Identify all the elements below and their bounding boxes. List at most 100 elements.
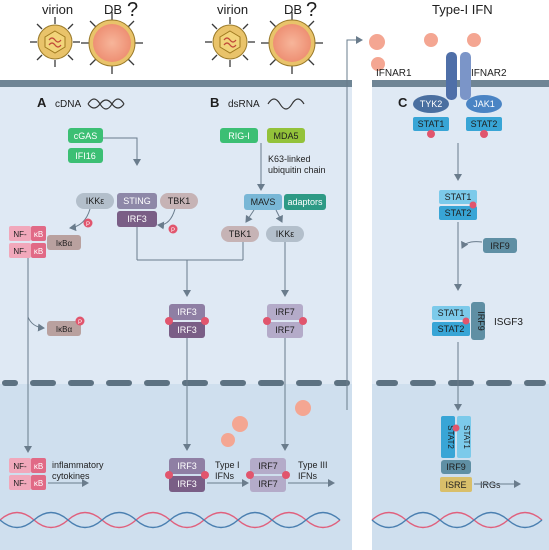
panel-b-title: dsRNA xyxy=(228,99,260,110)
isgf3-label: ISGF3 xyxy=(494,317,523,328)
adaptors-box xyxy=(284,194,326,210)
irf3-dimer: IRF3 IRF3 xyxy=(165,304,209,338)
virion-icon-1 xyxy=(30,17,80,67)
virion-label-1: virion xyxy=(42,2,73,17)
irf7-nuc-bottom-label: IRF7 xyxy=(258,479,278,489)
nfkb-kb-label-2: κB xyxy=(34,247,43,256)
question-mark-1: ? xyxy=(127,0,138,21)
dense-body-icon-1 xyxy=(81,12,143,74)
nfkb-nf-label-1: NF- xyxy=(13,230,27,239)
irf3-nuc-top-label: IRF3 xyxy=(177,461,197,471)
irf7-nuclear: IRF7 IRF7 xyxy=(246,458,290,492)
mda5-label: MDA5 xyxy=(273,131,298,141)
type-iii-label-1: Type III xyxy=(298,460,328,470)
ikke-a-label: IKKε xyxy=(86,196,105,206)
stat2-receptor-label: STAT2 xyxy=(471,119,498,129)
cdna-wave-icon xyxy=(87,98,125,110)
ikke-p-badge xyxy=(83,218,93,228)
mavs-box xyxy=(244,194,282,210)
panel-c-letter: C xyxy=(398,95,408,110)
k63-label-1: K63-linked xyxy=(268,154,311,164)
panel-a-title: cDNA xyxy=(55,99,81,110)
irf3-nuclear: IRF3 IRF3 xyxy=(165,458,209,492)
k63-label-2: ubiquitin chain xyxy=(268,165,326,175)
tbk1-to-irf3-arrow xyxy=(157,208,176,230)
nfkb-kb-label-1: κB xyxy=(34,230,43,239)
db-label-1: DB xyxy=(104,2,122,17)
nfkb-nuc-nf-1: NF- xyxy=(13,462,27,471)
irf7-dimer-bottom-label: IRF7 xyxy=(275,325,295,335)
isgf3-stat2: STAT2 xyxy=(438,324,465,334)
ikke-a-box xyxy=(76,193,114,209)
ifi16-box xyxy=(68,148,103,163)
cgas-to-sting-arrow xyxy=(103,137,141,166)
tyk2-box xyxy=(413,95,449,113)
jak1-box xyxy=(466,95,502,113)
isgf3-complex: STAT1 STAT2 IRF9 xyxy=(432,302,486,340)
isgf3-nuc-stat1: STAT1 xyxy=(462,425,471,449)
nuclear-envelope xyxy=(2,380,546,386)
irgs-label: IRGs xyxy=(480,480,501,490)
ifn-secretion-arrow xyxy=(346,36,363,410)
nfkb-ikba-complex: NF- κB NF- κB IκBα xyxy=(9,226,81,258)
virion-label-2: virion xyxy=(217,2,248,17)
adaptors-label: adaptors xyxy=(287,197,323,207)
stat1-p-badge xyxy=(427,130,435,138)
ikke-b-box xyxy=(266,226,304,242)
irf7-nuc-top-label: IRF7 xyxy=(258,461,278,471)
nfkb-nuc-kb-1: κB xyxy=(34,462,43,471)
ifi16-label: IFI16 xyxy=(75,151,96,161)
cell-gap xyxy=(352,84,372,550)
rig-i-label: RIG-I xyxy=(228,131,250,141)
tbk1-a-label: TBK1 xyxy=(168,196,191,206)
irf7-dimer-top-label: IRF7 xyxy=(275,307,295,317)
dense-body-icon-2 xyxy=(261,12,323,74)
stat-dimer: STAT1 STAT2 xyxy=(439,190,477,220)
nfkb-nf-label-2: NF- xyxy=(13,247,27,256)
db-label-2: DB xyxy=(284,2,302,17)
irf9-box xyxy=(483,238,517,253)
ikba-label: IκBα xyxy=(56,239,73,248)
ikba-free-label: IκBα xyxy=(56,325,73,334)
tbk1-b-box xyxy=(221,226,259,242)
stat1-receptor-label: STAT1 xyxy=(418,119,445,129)
stat-dimer-stat1: STAT1 xyxy=(445,192,472,202)
ikba-free-box xyxy=(47,321,81,336)
cgas-label: cGAS xyxy=(74,131,98,141)
irf3-nuc-bottom-label: IRF3 xyxy=(177,479,197,489)
rig-i-box xyxy=(220,128,258,143)
isgf3-nuc-stat2: STAT2 xyxy=(446,425,455,449)
cytoplasm-right xyxy=(372,84,549,384)
panel-b-letter: B xyxy=(210,95,219,110)
tbk1-b-label: TBK1 xyxy=(229,229,252,239)
ikba-p-badge xyxy=(75,316,85,326)
tbk1-a-box xyxy=(160,193,198,209)
stat2-receptor-box xyxy=(466,117,502,131)
ifnar1-receptor xyxy=(446,52,457,100)
plasma-membrane-left xyxy=(0,80,352,87)
isgf3-irf9: IRF9 xyxy=(476,311,486,331)
irf9-join-arrow xyxy=(461,240,483,249)
ikba-p-label: P xyxy=(78,320,82,326)
stat-dimer-stat2: STAT2 xyxy=(445,208,472,218)
isgf3-stat1: STAT1 xyxy=(438,308,465,318)
type-i-label-2: IFNs xyxy=(215,471,234,481)
irf3-dimer-bottom-label: IRF3 xyxy=(177,325,197,335)
irf3-a-box xyxy=(117,211,157,227)
mavs-label: MAVS xyxy=(251,197,276,207)
irf9-label: IRF9 xyxy=(490,241,510,251)
stat2-p-badge xyxy=(480,130,488,138)
ikke-p-label: P xyxy=(86,222,90,228)
virion-icon-2 xyxy=(205,17,255,67)
ikke-b-label: IKKε xyxy=(276,229,295,239)
irf3-dimer-top-label: IRF3 xyxy=(177,307,197,317)
tyk2-label: TYK2 xyxy=(420,99,443,109)
tbk1-p-badge xyxy=(168,224,178,234)
ifn-particles xyxy=(221,33,481,447)
inflammatory-label: inflammatory xyxy=(52,460,104,470)
nfkb-nuc-kb-2: κB xyxy=(34,479,43,488)
dsrna-wave-icon xyxy=(267,98,305,110)
irf3-a-label: IRF3 xyxy=(127,214,147,224)
ifnar2-receptor xyxy=(460,52,471,100)
